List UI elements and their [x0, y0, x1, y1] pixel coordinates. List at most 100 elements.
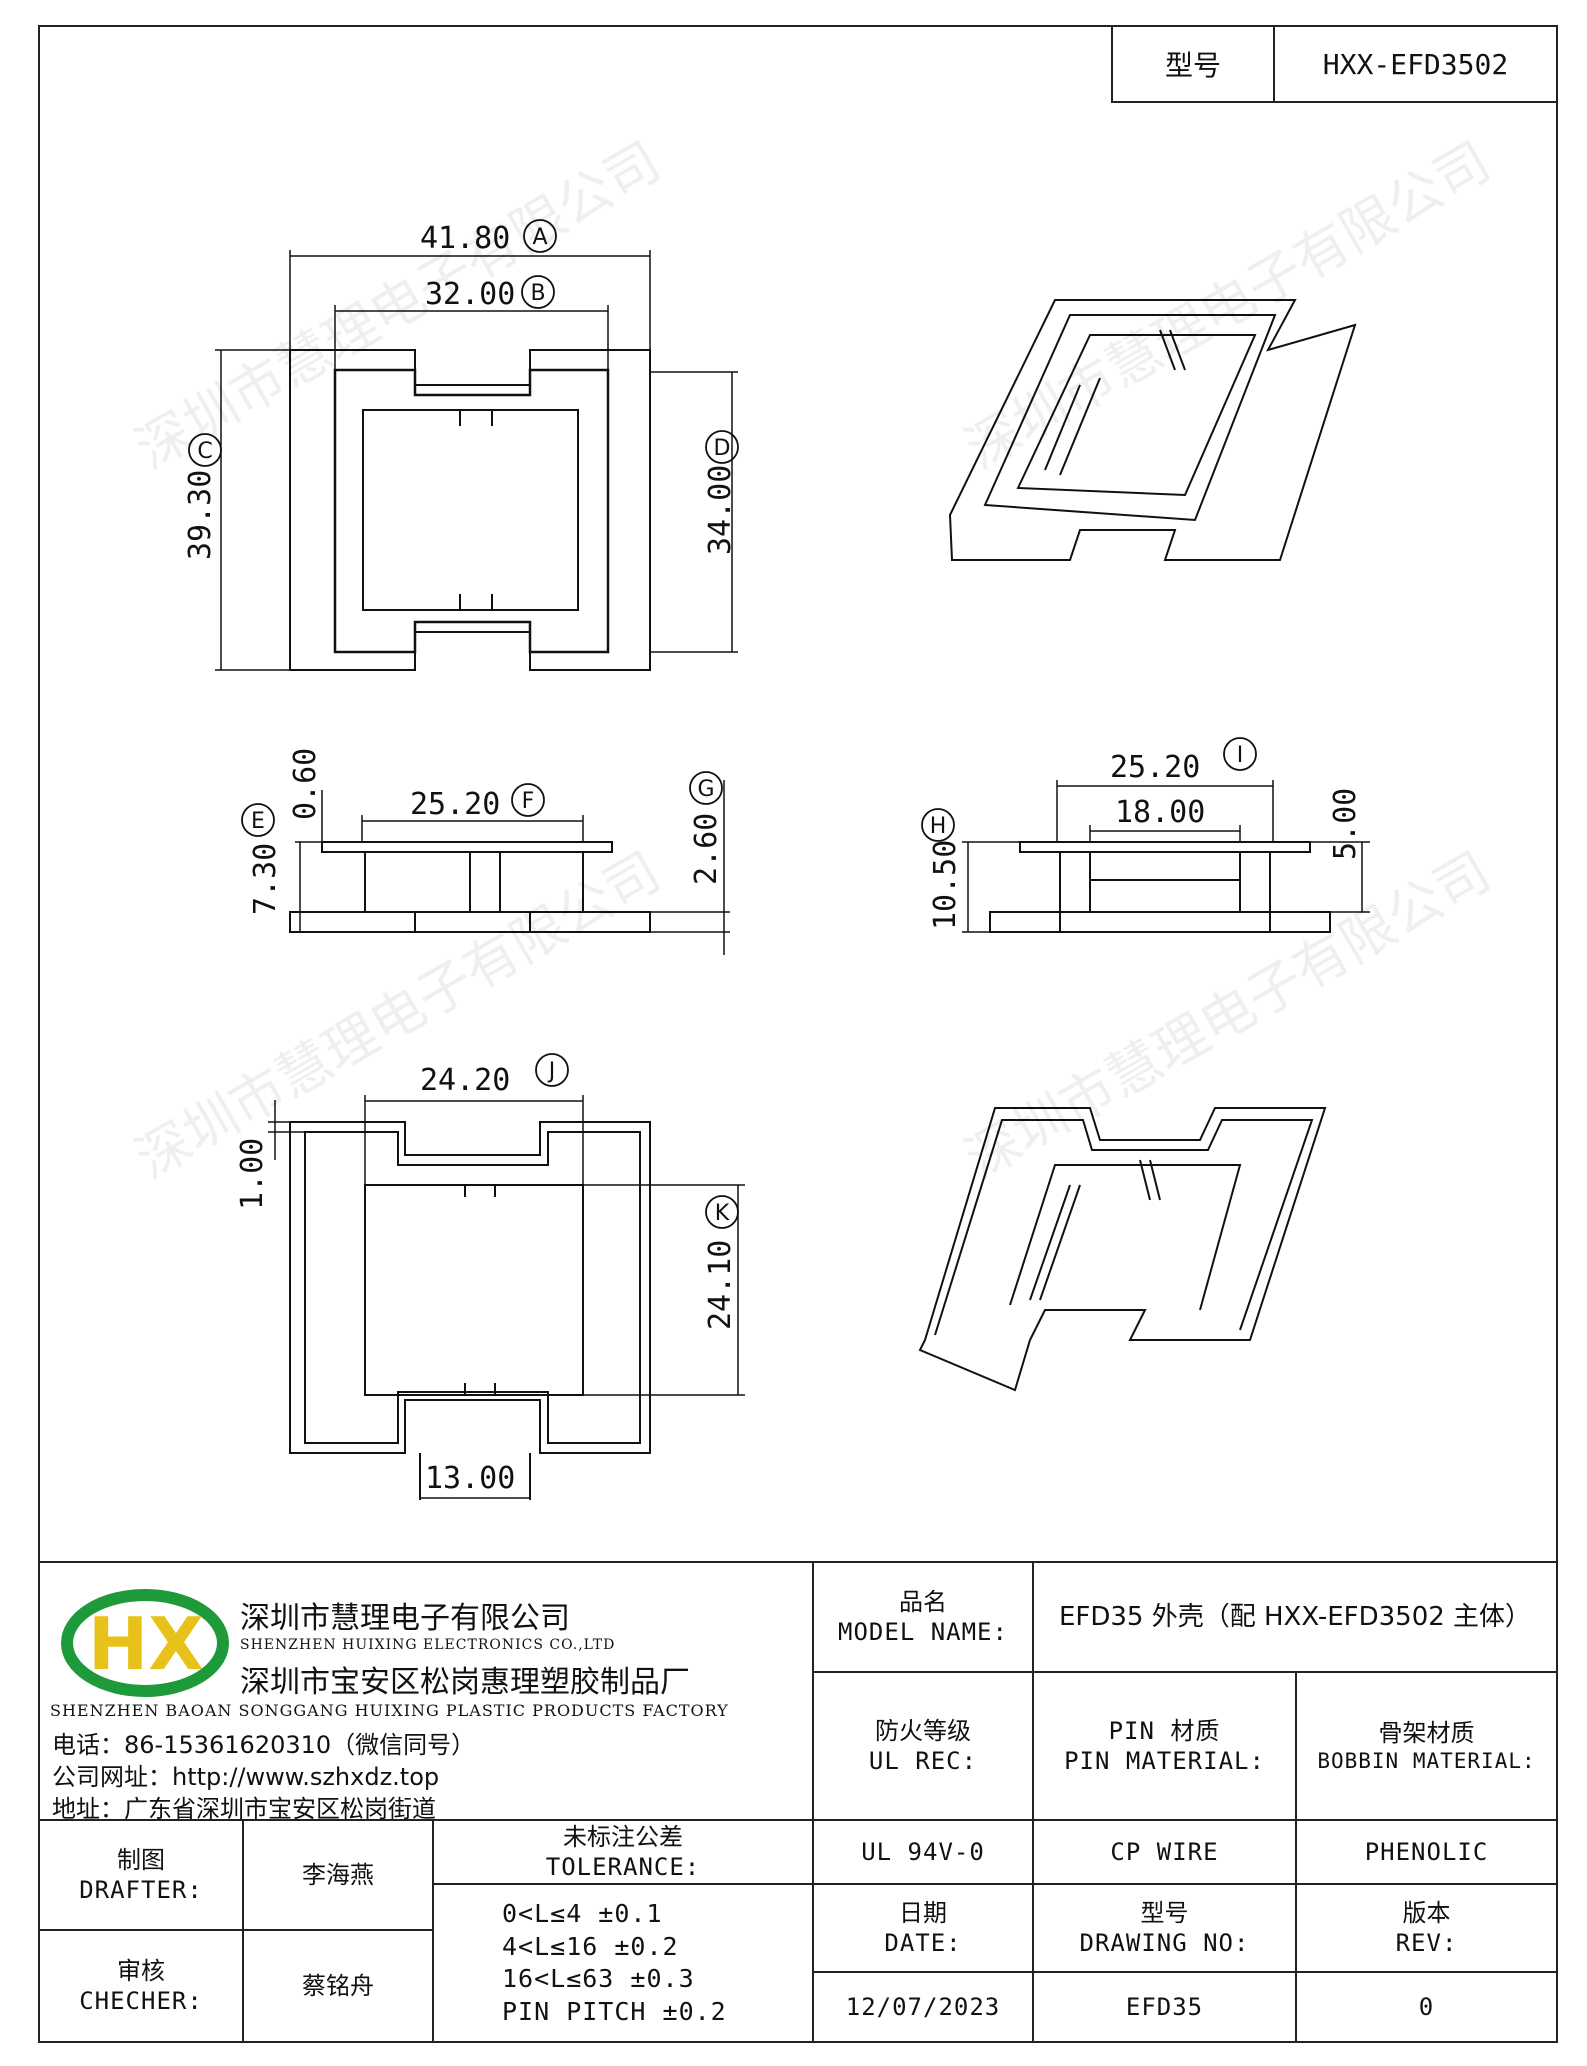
- checker-label-cn: 审核: [117, 1957, 165, 1985]
- model-name-label-en: MODEL NAME:: [838, 1618, 1008, 1646]
- logo-swoosh: [61, 1589, 229, 1697]
- marker-b: B: [530, 281, 545, 306]
- side-right-body: [1059, 851, 1271, 913]
- side-right-detail: [1089, 852, 1241, 912]
- top-view-window: [362, 409, 579, 611]
- company-address: 地址：广东省深圳市宝安区松岗街道: [52, 1795, 436, 1823]
- ul-value-cell: UL 94V-0: [812, 1819, 1034, 1885]
- dim-j-text: 24.20: [420, 1063, 510, 1098]
- ul-value: UL 94V-0: [861, 1838, 985, 1866]
- dim-i-lines: [1056, 780, 1274, 842]
- marker-a: A: [532, 225, 547, 250]
- factory-name-en: SHENZHEN BAOAN SONGGANG HUIXING PLASTIC …: [50, 1701, 729, 1720]
- pin-value-cell: CP WIRE: [1032, 1819, 1297, 1885]
- bobbin-label-en: BOBBIN MATERIAL:: [1317, 1748, 1536, 1773]
- pin-value: CP WIRE: [1110, 1838, 1219, 1866]
- iso-bottom-inner: [934, 1119, 1314, 1336]
- marker-f: F: [522, 789, 535, 814]
- marker-d: D: [714, 436, 731, 461]
- dim-thickness-text: 0.60: [288, 748, 323, 820]
- drafter-value-cell: 李海燕: [242, 1819, 434, 1931]
- marker-f-circle: [511, 783, 545, 817]
- bottom-slot: [419, 1453, 531, 1500]
- iso-bottom-outline: [918, 1107, 1327, 1392]
- iso-frame-inner: [1016, 334, 1257, 497]
- pin-label-cn: PIN 材质: [1108, 1717, 1221, 1745]
- dim-b-lines: [334, 305, 609, 370]
- dim-k-lines: [583, 1184, 745, 1396]
- marker-i-circle: [1223, 737, 1257, 771]
- dim-i-text: 25.20: [1110, 750, 1200, 785]
- marker-g: G: [697, 777, 714, 802]
- side-right-top-plate: [1019, 841, 1311, 853]
- dim-c-lines: [215, 349, 290, 671]
- dim-18-text: 18.00: [1115, 795, 1205, 830]
- bobbin-value: PHENOLIC: [1364, 1838, 1489, 1866]
- date-label-cell: 日期 DATE:: [812, 1883, 1034, 1973]
- dim-18-lines: [1089, 825, 1241, 842]
- model-name-value-cell: EFD35 外壳（配 HXX-EFD3502 主体）: [1032, 1561, 1558, 1673]
- tolerance-line-4: PIN PITCH ±0.2: [502, 1996, 727, 2026]
- marker-d-circle: [705, 430, 739, 464]
- dim-a-text: 41.80: [420, 221, 510, 256]
- date-label-cn: 日期: [899, 1899, 947, 1927]
- top-view: [215, 250, 738, 671]
- dim-wall-text: 1.00: [235, 1138, 270, 1210]
- marker-g-circle: [689, 771, 723, 805]
- dim-5-lines: [1310, 841, 1370, 913]
- marker-k: K: [715, 1201, 730, 1226]
- side-right-base: [989, 911, 1331, 933]
- company-logo: HX: [61, 1589, 229, 1697]
- model-value: HXX-EFD3502: [1322, 47, 1509, 81]
- bottom-outline: [289, 1121, 651, 1454]
- checker-label-cell: 审核 CHECHER:: [38, 1929, 244, 2043]
- marker-b-circle: [521, 275, 555, 309]
- iso-bottom-wall: [1029, 1184, 1081, 1301]
- dim-e-lines: [290, 841, 322, 933]
- drafter-label-cn: 制图: [117, 1846, 165, 1874]
- bottom-inner-wall: [304, 1131, 641, 1444]
- dim-k-text: 24.10: [703, 1240, 738, 1330]
- side-left-top-plate: [321, 841, 613, 853]
- technical-drawing: 41.80 32.00 39.30 34.00 25.20 0.60 7.30 …: [125, 130, 1501, 1500]
- rev-value: 0: [1418, 1993, 1435, 2021]
- factory-name-cn: 深圳市宝安区松岗惠理塑胶制品厂: [240, 1665, 690, 1700]
- dim-g-text: 2.60: [689, 813, 724, 885]
- company-website[interactable]: 公司网址：http://www.szhxdz.top: [52, 1763, 440, 1791]
- model-name-value: EFD35 外壳（配 HXX-EFD3502 主体）: [1058, 1601, 1532, 1632]
- dim-d-lines: [650, 371, 738, 653]
- side-view-right: [962, 780, 1370, 933]
- dim-5-text: 5.00: [1328, 788, 1363, 860]
- tolerance-label-cn: 未标注公差: [563, 1823, 683, 1851]
- company-info-cell: HX 深圳市慧理电子有限公司 SHENZHEN HUIXING ELECTRON…: [38, 1561, 814, 1823]
- drawing-no-value: EFD35: [1125, 1993, 1204, 2021]
- drawing-no-label-cell: 型号 DRAWING NO:: [1032, 1883, 1297, 1973]
- tolerance-line-1: 0<L≤4 ±0.1: [502, 1899, 663, 1928]
- company-phone: 电话：86-15361620310（微信同号）: [52, 1731, 476, 1759]
- marker-e: E: [251, 809, 265, 834]
- company-name-cn: 深圳市慧理电子有限公司: [240, 1601, 570, 1636]
- date-value-cell: 12/07/2023: [812, 1971, 1034, 2043]
- marker-e-circle: [241, 803, 275, 837]
- company-name-en: SHENZHEN HUIXING ELECTRONICS CO.,LTD: [240, 1637, 616, 1653]
- drafter-label-cell: 制图 DRAFTER:: [38, 1819, 244, 1931]
- marker-j: J: [547, 1059, 556, 1084]
- iso-bottom-notch: [1139, 1159, 1161, 1201]
- date-label-en: DATE:: [884, 1929, 962, 1957]
- dim-13-text: 13.00: [425, 1461, 515, 1496]
- marker-c: C: [197, 439, 212, 464]
- isometric-view-bottom: [918, 1107, 1327, 1392]
- tolerance-values-cell: 0<L≤4 ±0.1 4<L≤16 ±0.2 16<L≤63 ±0.3 PIN …: [432, 1883, 814, 2043]
- dim-h-text: 10.50: [928, 840, 963, 930]
- tolerance-line-2: 4<L≤16 ±0.2: [502, 1931, 679, 1961]
- bobbin-label-cn: 骨架材质: [1378, 1718, 1475, 1747]
- drafter-label-en: DRAFTER:: [79, 1876, 203, 1904]
- watermark-2: 深圳市慧理电子有限公司: [955, 130, 1501, 482]
- dim-b-text: 32.00: [425, 277, 515, 312]
- ul-label-cn: 防火等级: [875, 1717, 971, 1745]
- side-right-base-slots: [1059, 912, 1271, 932]
- pin-label-cell: PIN 材质 PIN MATERIAL:: [1032, 1671, 1297, 1821]
- rev-label-cell: 版本 REV:: [1295, 1883, 1558, 1973]
- ul-label-cell: 防火等级 UL REC:: [812, 1671, 1034, 1821]
- rev-label-cn: 版本: [1402, 1899, 1451, 1927]
